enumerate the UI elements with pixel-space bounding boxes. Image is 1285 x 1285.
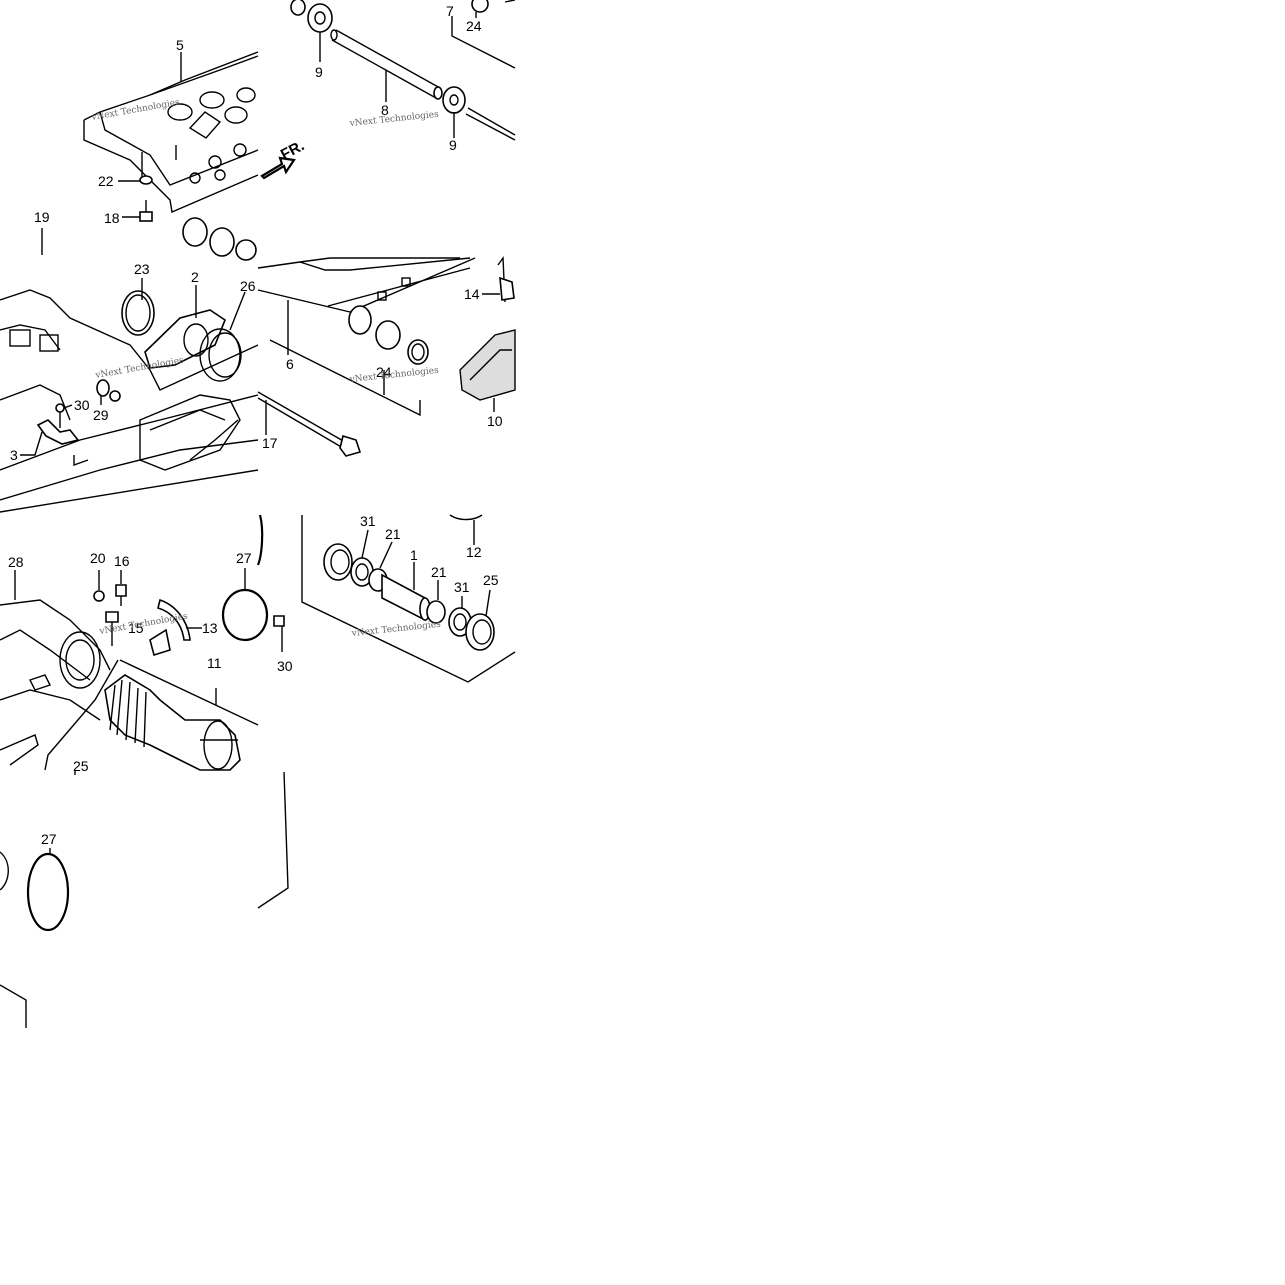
- part-label-9-left: 9: [315, 64, 323, 80]
- part-label-1: 1: [410, 547, 418, 563]
- part-label-9-right: 9: [449, 137, 457, 153]
- part-label-19: 19: [34, 209, 50, 225]
- tile-middle-middle: [257, 255, 516, 457]
- tile-bottom-left: [0, 771, 289, 1028]
- part-label-12: 12: [466, 544, 482, 560]
- part-labels: 5 22 18 19 7 24 9 8 9 23 2 26 30 29 3 14…: [8, 3, 503, 847]
- part-label-27-bottom: 27: [41, 831, 57, 847]
- part-label-10: 10: [487, 413, 503, 429]
- part-label-26: 26: [240, 278, 256, 294]
- part-label-25-low: 25: [73, 758, 89, 774]
- tile-lower-left: [0, 514, 285, 775]
- tile-lower-middle: [301, 514, 516, 683]
- front-direction-label: FR.: [278, 137, 307, 163]
- part-label-30-low: 30: [277, 658, 293, 674]
- front-arrow-icon: [260, 156, 296, 180]
- part-label-3: 3: [10, 447, 18, 463]
- part-label-6: 6: [286, 356, 294, 372]
- part-label-25-right: 25: [483, 572, 499, 588]
- part-label-13: 13: [202, 620, 218, 636]
- part-label-30-mid: 30: [74, 397, 90, 413]
- part-label-18: 18: [104, 210, 120, 226]
- part-label-7: 7: [446, 3, 454, 19]
- watermark-text: vNext Technologies: [348, 366, 439, 385]
- watermark-text: vNext Technologies: [350, 620, 441, 639]
- watermark-text: vNext Technologies: [94, 356, 185, 382]
- part-label-27-mid: 27: [236, 550, 252, 566]
- part-label-31-left: 31: [360, 513, 376, 529]
- part-label-22: 22: [98, 173, 114, 189]
- part-label-8: 8: [381, 102, 389, 118]
- part-label-14: 14: [464, 286, 480, 302]
- part-label-15: 15: [128, 620, 144, 636]
- part-label-2: 2: [191, 269, 199, 285]
- part-label-21-left: 21: [385, 526, 401, 542]
- part-label-11: 11: [207, 655, 222, 671]
- part-label-28: 28: [8, 554, 24, 570]
- part-label-31-right: 31: [454, 579, 470, 595]
- tile-top-middle: [290, 0, 516, 141]
- tile-top-left: [41, 51, 296, 261]
- watermark-text: vNext Technologies: [348, 110, 439, 129]
- part-label-17: 17: [262, 435, 278, 451]
- part-label-21-right: 21: [431, 564, 447, 580]
- part-label-23: 23: [134, 261, 150, 277]
- part-label-16: 16: [114, 553, 130, 569]
- watermark-text: vNext Technologies: [90, 98, 181, 124]
- part-label-24-mid: 24: [376, 364, 392, 380]
- part-label-29: 29: [93, 407, 109, 423]
- part-label-5: 5: [176, 37, 184, 53]
- tile-middle-left: [0, 278, 259, 513]
- part-label-20: 20: [90, 550, 106, 566]
- part-label-24-top: 24: [466, 18, 482, 34]
